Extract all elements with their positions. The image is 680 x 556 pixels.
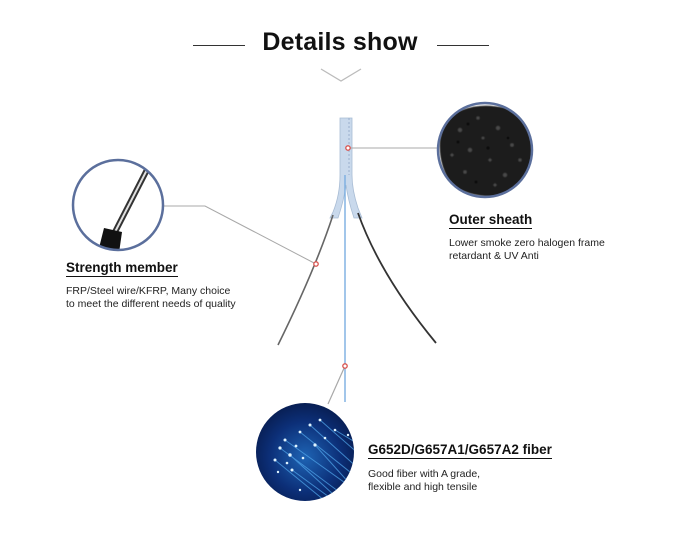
cable-illustration: [277, 117, 437, 402]
title-right-rule: [437, 45, 489, 46]
strength-member-heading: Strength member: [66, 260, 178, 277]
leader-line-strength: [163, 205, 317, 265]
strength-member-desc-line-1: FRP/Steel wire/KFRP, Many choice: [66, 285, 231, 297]
black-granules-icon: [436, 101, 534, 199]
marker-fiber: [342, 363, 348, 369]
marker-sheath: [345, 145, 351, 151]
marker-strength: [313, 261, 319, 267]
fiber-desc-line-2: flexible and high tensile: [368, 481, 478, 493]
page-title: Details show: [262, 28, 418, 56]
outer-sheath-desc-line-1: Lower smoke zero halogen frame: [449, 237, 605, 249]
leader-line-fiber: [327, 365, 346, 405]
title-left-rule: [193, 45, 245, 46]
title-bar: Details show: [0, 28, 680, 68]
optical-fiber-bundle-icon: [256, 403, 354, 501]
steel-wire-rod-icon: [71, 158, 165, 252]
fiber-desc-line-1: Good fiber with A grade,: [368, 468, 481, 480]
outer-sheath-description: Lower smoke zero halogen frame retardant…: [449, 237, 605, 263]
callout-fiber: G652D/G657A1/G657A2 fiber Good fiber wit…: [368, 441, 552, 494]
chevron-down-icon: [320, 68, 362, 82]
fiber-heading: G652D/G657A1/G657A2 fiber: [368, 442, 552, 459]
callout-strength-member: Strength member FRP/Steel wire/KFRP, Man…: [66, 259, 236, 311]
strength-member-description: FRP/Steel wire/KFRP, Many choice to meet…: [66, 285, 236, 311]
callout-outer-sheath: Outer sheath Lower smoke zero halogen fr…: [449, 211, 605, 263]
strength-member-desc-line-2: to meet the different needs of quality: [66, 298, 236, 310]
outer-sheath-heading: Outer sheath: [449, 212, 533, 229]
fiber-description: Good fiber with A grade, flexible and hi…: [368, 468, 552, 494]
outer-sheath-desc-line-2: retardant & UV Anti: [449, 250, 539, 262]
